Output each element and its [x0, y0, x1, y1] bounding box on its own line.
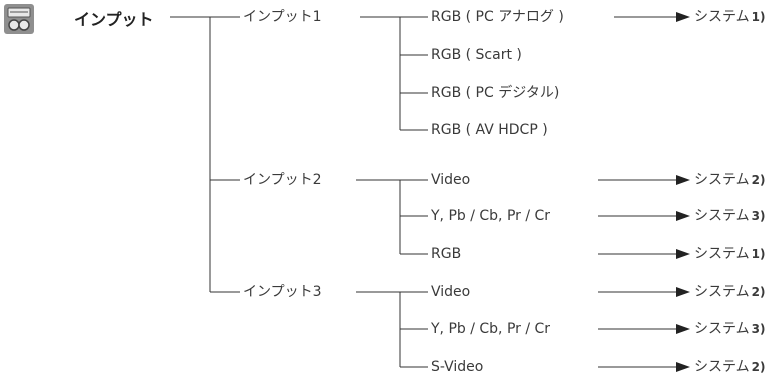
input2-label: インプット2 — [243, 172, 322, 188]
input-icon — [4, 4, 34, 34]
signal-rgb-scart: RGB ( Scart ) — [431, 47, 522, 63]
signal-rgb-pc-digital: RGB ( PC デジタル) — [431, 85, 560, 101]
signal-rgb-pc-analog: RGB ( PC アナログ ) — [431, 9, 564, 25]
signal-rgb-av-hdcp: RGB ( AV HDCP ) — [431, 122, 548, 138]
root-label: インプット — [74, 10, 154, 29]
input3-label: インプット3 — [243, 284, 322, 300]
signal-component: Y, Pb / Cb, Pr / Cr — [431, 208, 551, 224]
input1-label: インプット1 — [243, 9, 322, 25]
signal-video: Video — [431, 284, 471, 300]
signal-video: Video — [431, 172, 471, 188]
signal-s-video: S-Video — [431, 359, 484, 375]
signal-component: Y, Pb / Cb, Pr / Cr — [431, 321, 551, 337]
signal-rgb: RGB — [431, 246, 462, 262]
